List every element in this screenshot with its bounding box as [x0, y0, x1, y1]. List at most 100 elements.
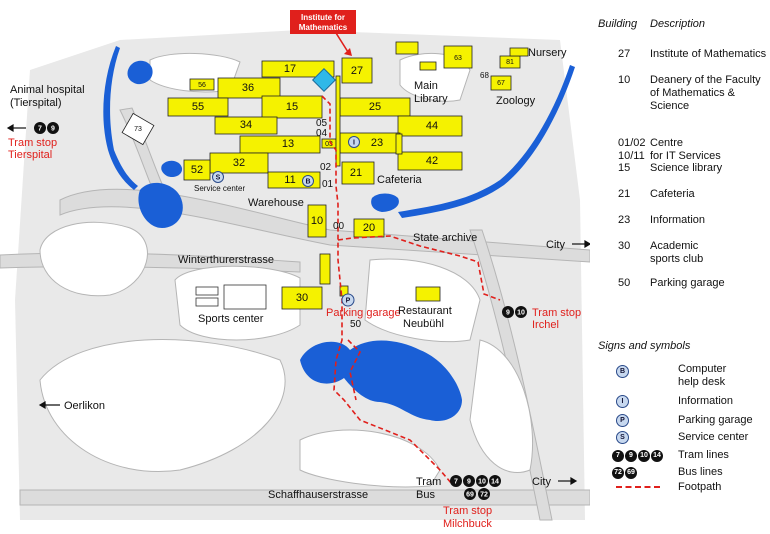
building-library-annex-2 — [419, 61, 437, 71]
building-20[interactable]: 20 — [353, 218, 385, 238]
legend-service-icon: S — [616, 430, 629, 444]
building-17[interactable]: 17 — [261, 60, 335, 78]
footpath — [321, 95, 501, 485]
building-44[interactable]: 44 — [397, 115, 463, 137]
building-library-annex — [395, 41, 419, 55]
pond-cafeteria — [371, 193, 399, 212]
building-27[interactable]: 27 — [341, 57, 373, 84]
label-tierspital-stop: Tierspital — [8, 149, 52, 161]
label-main: Main — [414, 80, 438, 92]
arrow-oerlikon-icon — [38, 400, 46, 410]
legend-parking-icon: P — [616, 413, 629, 427]
svg-text:10: 10 — [311, 215, 323, 227]
legend-service-desc: Service center — [678, 431, 749, 443]
svg-text:7: 7 — [38, 126, 42, 133]
pond-small — [161, 160, 183, 178]
info-icon[interactable]: I — [348, 136, 360, 148]
building-34[interactable]: 34 — [214, 116, 278, 135]
building-42[interactable]: 42 — [397, 151, 463, 171]
service-center-icon[interactable]: S — [212, 171, 224, 183]
svg-text:17: 17 — [284, 63, 296, 75]
label-tram-stop-milchbuck: Tram stop — [443, 505, 492, 517]
svg-text:13: 13 — [282, 138, 294, 150]
institute-highlight[interactable] — [311, 67, 337, 93]
computer-helpdesk-icon[interactable]: B — [302, 175, 314, 187]
building-55[interactable]: 55 — [167, 97, 229, 117]
legend-computer-icon: B — [616, 364, 629, 378]
label-tram-stop-irchel: Tram stop — [532, 307, 581, 319]
callout-box: Institute for Mathematics — [290, 10, 356, 34]
legend-header-building: Building — [598, 18, 638, 30]
building-67[interactable]: 67 — [490, 75, 512, 91]
level-68: 68 — [480, 71, 489, 80]
label-warehouse: Warehouse — [248, 197, 304, 209]
building-restaurant — [415, 286, 441, 302]
label-city-east: City — [546, 239, 565, 251]
building-30[interactable]: 30 — [281, 286, 323, 310]
level-05: 05 — [316, 118, 328, 129]
level-02: 02 — [320, 162, 332, 173]
building-25[interactable]: 25 — [339, 97, 411, 117]
building-13[interactable]: 13 — [239, 135, 321, 154]
legend-info-icon: I — [616, 394, 629, 408]
stream-west — [103, 46, 138, 190]
level-labels: 05 04 02 01 00 50 68 — [316, 71, 489, 330]
tram-stop-milchbuck-bus-badges[interactable]: 69 72 — [464, 488, 490, 500]
building-32[interactable]: 32 — [209, 152, 269, 174]
svg-text:9: 9 — [467, 479, 471, 486]
svg-text:32: 32 — [233, 157, 245, 169]
building-21[interactable]: 21 — [341, 161, 375, 185]
building-10[interactable]: 10 — [307, 204, 327, 238]
arrow-east-icon — [584, 239, 590, 249]
svg-text:42: 42 — [426, 155, 438, 167]
tram-stop-tierspital-badges[interactable]: 7 9 — [34, 122, 59, 134]
label-milchbuck: Milchbuck — [443, 518, 492, 530]
svg-text:69: 69 — [466, 492, 474, 499]
arrow-city-south-icon — [570, 476, 578, 486]
label-state-archive: State archive — [413, 232, 477, 244]
svg-text:10: 10 — [517, 310, 525, 317]
label-tierspital: (Tierspital) — [10, 97, 62, 109]
level-00: 00 — [333, 221, 345, 232]
svg-text:30: 30 — [296, 292, 308, 304]
label-sports-center: Sports center — [198, 313, 264, 325]
svg-text:44: 44 — [426, 120, 438, 132]
legend-signs-title: Signs and symbols — [598, 340, 691, 352]
pond-west — [138, 182, 183, 228]
svg-text:25: 25 — [369, 101, 381, 113]
legend-computer-desc: Computer help desk — [678, 363, 727, 388]
legend-bus-desc: Bus lines — [678, 466, 723, 478]
building-63[interactable]: 63 — [443, 45, 473, 69]
building-52[interactable]: 52 — [183, 159, 211, 181]
building-56[interactable]: 56 — [189, 78, 215, 91]
building-81[interactable]: 81 — [499, 55, 521, 69]
legend-parking-desc: Parking garage — [678, 414, 753, 426]
building-73[interactable]: 73 — [121, 112, 155, 146]
building-03[interactable]: 03 — [321, 138, 337, 149]
label-city-south: City — [532, 476, 551, 488]
level-04: 04 — [316, 128, 328, 139]
svg-text:03: 03 — [325, 141, 333, 148]
campus-map: 17 27 56 36 55 15 25 34 44 13 23 42 32 5… — [0, 10, 590, 530]
svg-text:34: 34 — [240, 119, 252, 131]
label-tram: Tram — [416, 476, 441, 488]
label-neubuehl: Neubühl — [403, 318, 444, 330]
label-cafeteria: Cafeteria — [377, 174, 423, 186]
svg-text:81: 81 — [506, 59, 514, 66]
tram-stop-milchbuck-tram-badges[interactable]: 7 9 10 14 — [450, 475, 501, 487]
label-service-center: Service center — [194, 184, 245, 193]
building-36[interactable]: 36 — [217, 77, 281, 99]
building-west-block — [319, 253, 331, 285]
svg-text:67: 67 — [497, 80, 505, 87]
svg-text:S: S — [216, 175, 221, 182]
label-nursery: Nursery — [528, 47, 567, 59]
tram-stop-irchel-badges[interactable]: 9 10 — [502, 306, 527, 318]
svg-text:72: 72 — [480, 492, 488, 499]
place-labels: Animal hospital (Tierspital) Tram stop T… — [8, 47, 581, 530]
building-nursery — [509, 47, 529, 57]
svg-text:20: 20 — [363, 222, 375, 234]
parking-icon[interactable]: P — [341, 293, 355, 307]
svg-text:B: B — [305, 179, 310, 186]
map-symbols: I B S P — [212, 136, 360, 307]
building-15[interactable]: 15 — [261, 95, 323, 119]
